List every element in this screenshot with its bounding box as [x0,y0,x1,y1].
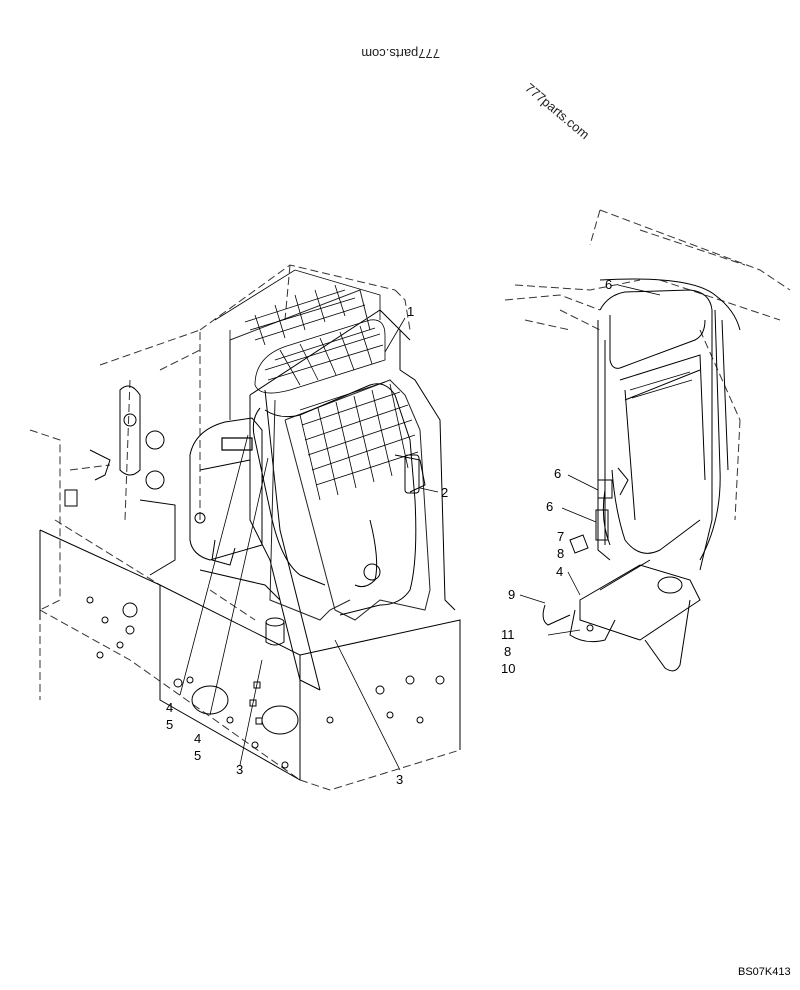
callout-11: 11 [501,627,515,642]
callout-4-left-a: 4 [166,700,174,715]
callout-8-b: 8 [504,644,512,659]
callout-4-left-b: 4 [194,731,202,746]
callout-9: 9 [508,587,516,602]
right-assembly [505,210,790,671]
callout-10: 10 [501,661,516,676]
callout-3-left-b: 3 [396,772,404,787]
left-assembly [30,265,460,790]
callout-1: 1 [407,304,415,319]
callout-4-right: 4 [556,564,564,579]
callout-7: 7 [557,529,565,544]
callout-6-lower: 6 [546,499,554,514]
callout-6-top: 6 [605,277,613,292]
callout-5-left-a: 5 [166,717,174,732]
callout-3-left-a: 3 [236,762,244,777]
callout-2: 2 [441,485,449,500]
callout-6-mid: 6 [554,466,562,481]
reference-code: BS07K413 [738,966,791,978]
callout-5-left-b: 5 [194,748,202,763]
watermark-upside-down: 777parts.com [361,46,440,61]
callout-8-a: 8 [557,546,565,561]
